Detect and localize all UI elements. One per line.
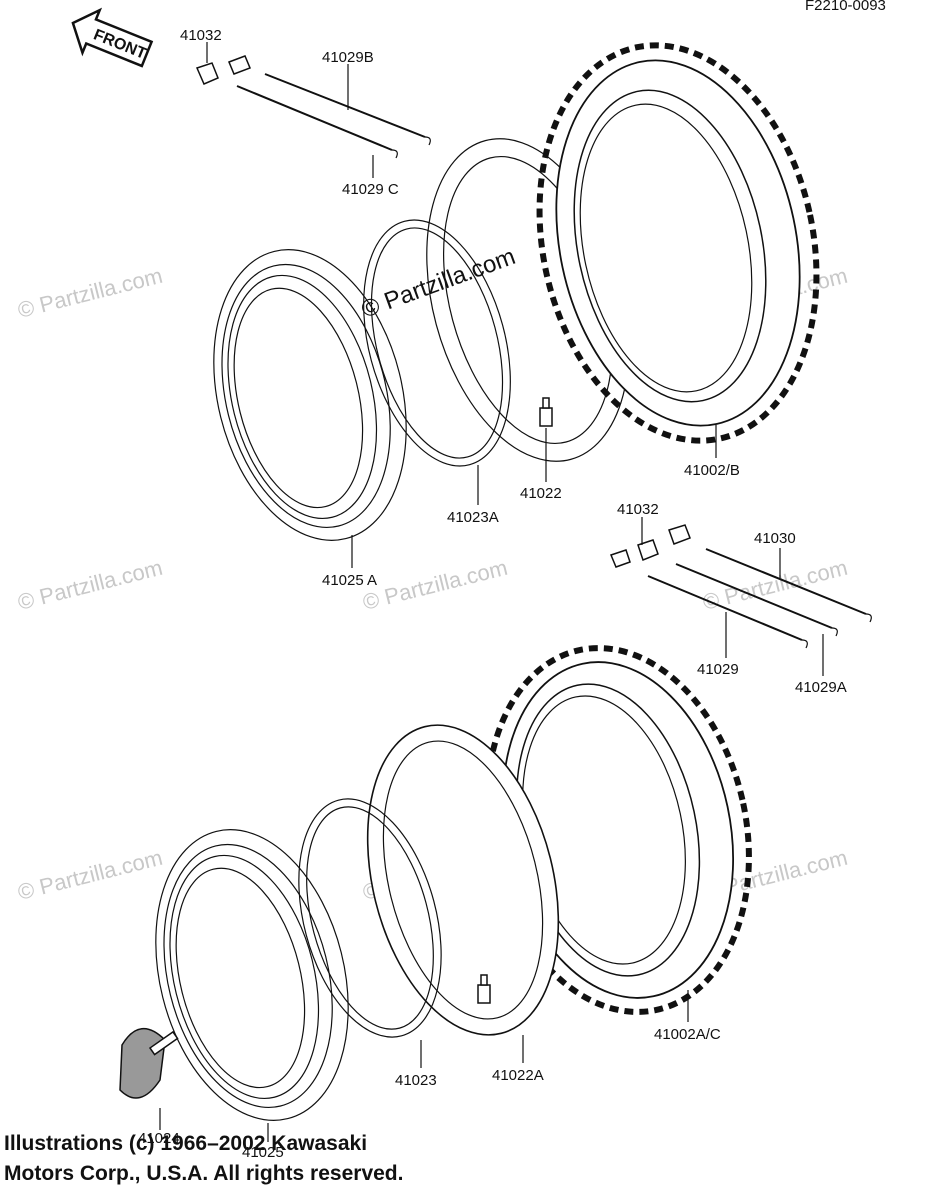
leader-lines-lower <box>159 990 689 1142</box>
label-41023: 41023 <box>395 1072 437 1089</box>
watermark: © Partzilla.com <box>700 555 850 615</box>
rim-lock-part <box>119 1028 179 1099</box>
label-41032-mid: 41032 <box>617 501 659 518</box>
leader-lines-middle <box>641 517 824 676</box>
front-arrow-icon: FRONT <box>71 7 154 68</box>
rim-part <box>213 249 407 541</box>
label-41002B: 41002/B <box>684 462 740 479</box>
spoke-part <box>236 73 431 159</box>
copyright-line-2: Motors Corp., U.S.A. All rights reserved… <box>4 1162 404 1185</box>
spoke-part-lower <box>647 548 872 649</box>
tire-part <box>536 42 820 444</box>
label-41029: 41029 <box>697 661 739 678</box>
watermark: © Partzilla.com <box>15 263 165 323</box>
rim-band-part-lower <box>298 798 442 1038</box>
rim-band-part <box>363 219 511 467</box>
part-labels: 41032 41029B 41029 C 41002/B 41022 41023… <box>138 27 847 1161</box>
rim-band-inner <box>370 227 504 459</box>
label-41024: 41024 <box>138 1130 180 1147</box>
center-watermark: © Partzilla.com <box>358 243 519 324</box>
watermark: © Partzilla.com <box>360 555 510 615</box>
tire-part-lower <box>484 645 752 1015</box>
label-41030: 41030 <box>754 530 796 547</box>
label-41032-top: 41032 <box>180 27 222 44</box>
rim-part-lower <box>155 829 349 1121</box>
valve-cap-part-lower <box>609 524 691 568</box>
label-41029A: 41029A <box>795 679 847 696</box>
rim-band-inner-lower <box>306 806 434 1030</box>
label-41025: 41025 <box>242 1144 284 1161</box>
watermark: © Partzilla.com <box>15 555 165 615</box>
label-41029C: 41029 C <box>342 181 399 198</box>
copyright-line-1: Illustrations (c) 1966–2002 Kawasaki <box>4 1132 368 1155</box>
leader-lines-upper <box>206 42 717 568</box>
label-41002AC: 41002A/C <box>654 1026 721 1043</box>
label-41029B: 41029B <box>322 49 374 66</box>
valve-cap-part <box>195 55 251 85</box>
label-41025A: 41025 A <box>322 572 377 589</box>
watermark: © Partzilla.com <box>15 845 165 905</box>
label-41022A: 41022A <box>492 1067 544 1084</box>
label-41022: 41022 <box>520 485 562 502</box>
diagram-code: F2210-0093 <box>805 0 886 14</box>
tube-part-lower <box>366 724 560 1036</box>
label-41023A: 41023A <box>447 509 499 526</box>
